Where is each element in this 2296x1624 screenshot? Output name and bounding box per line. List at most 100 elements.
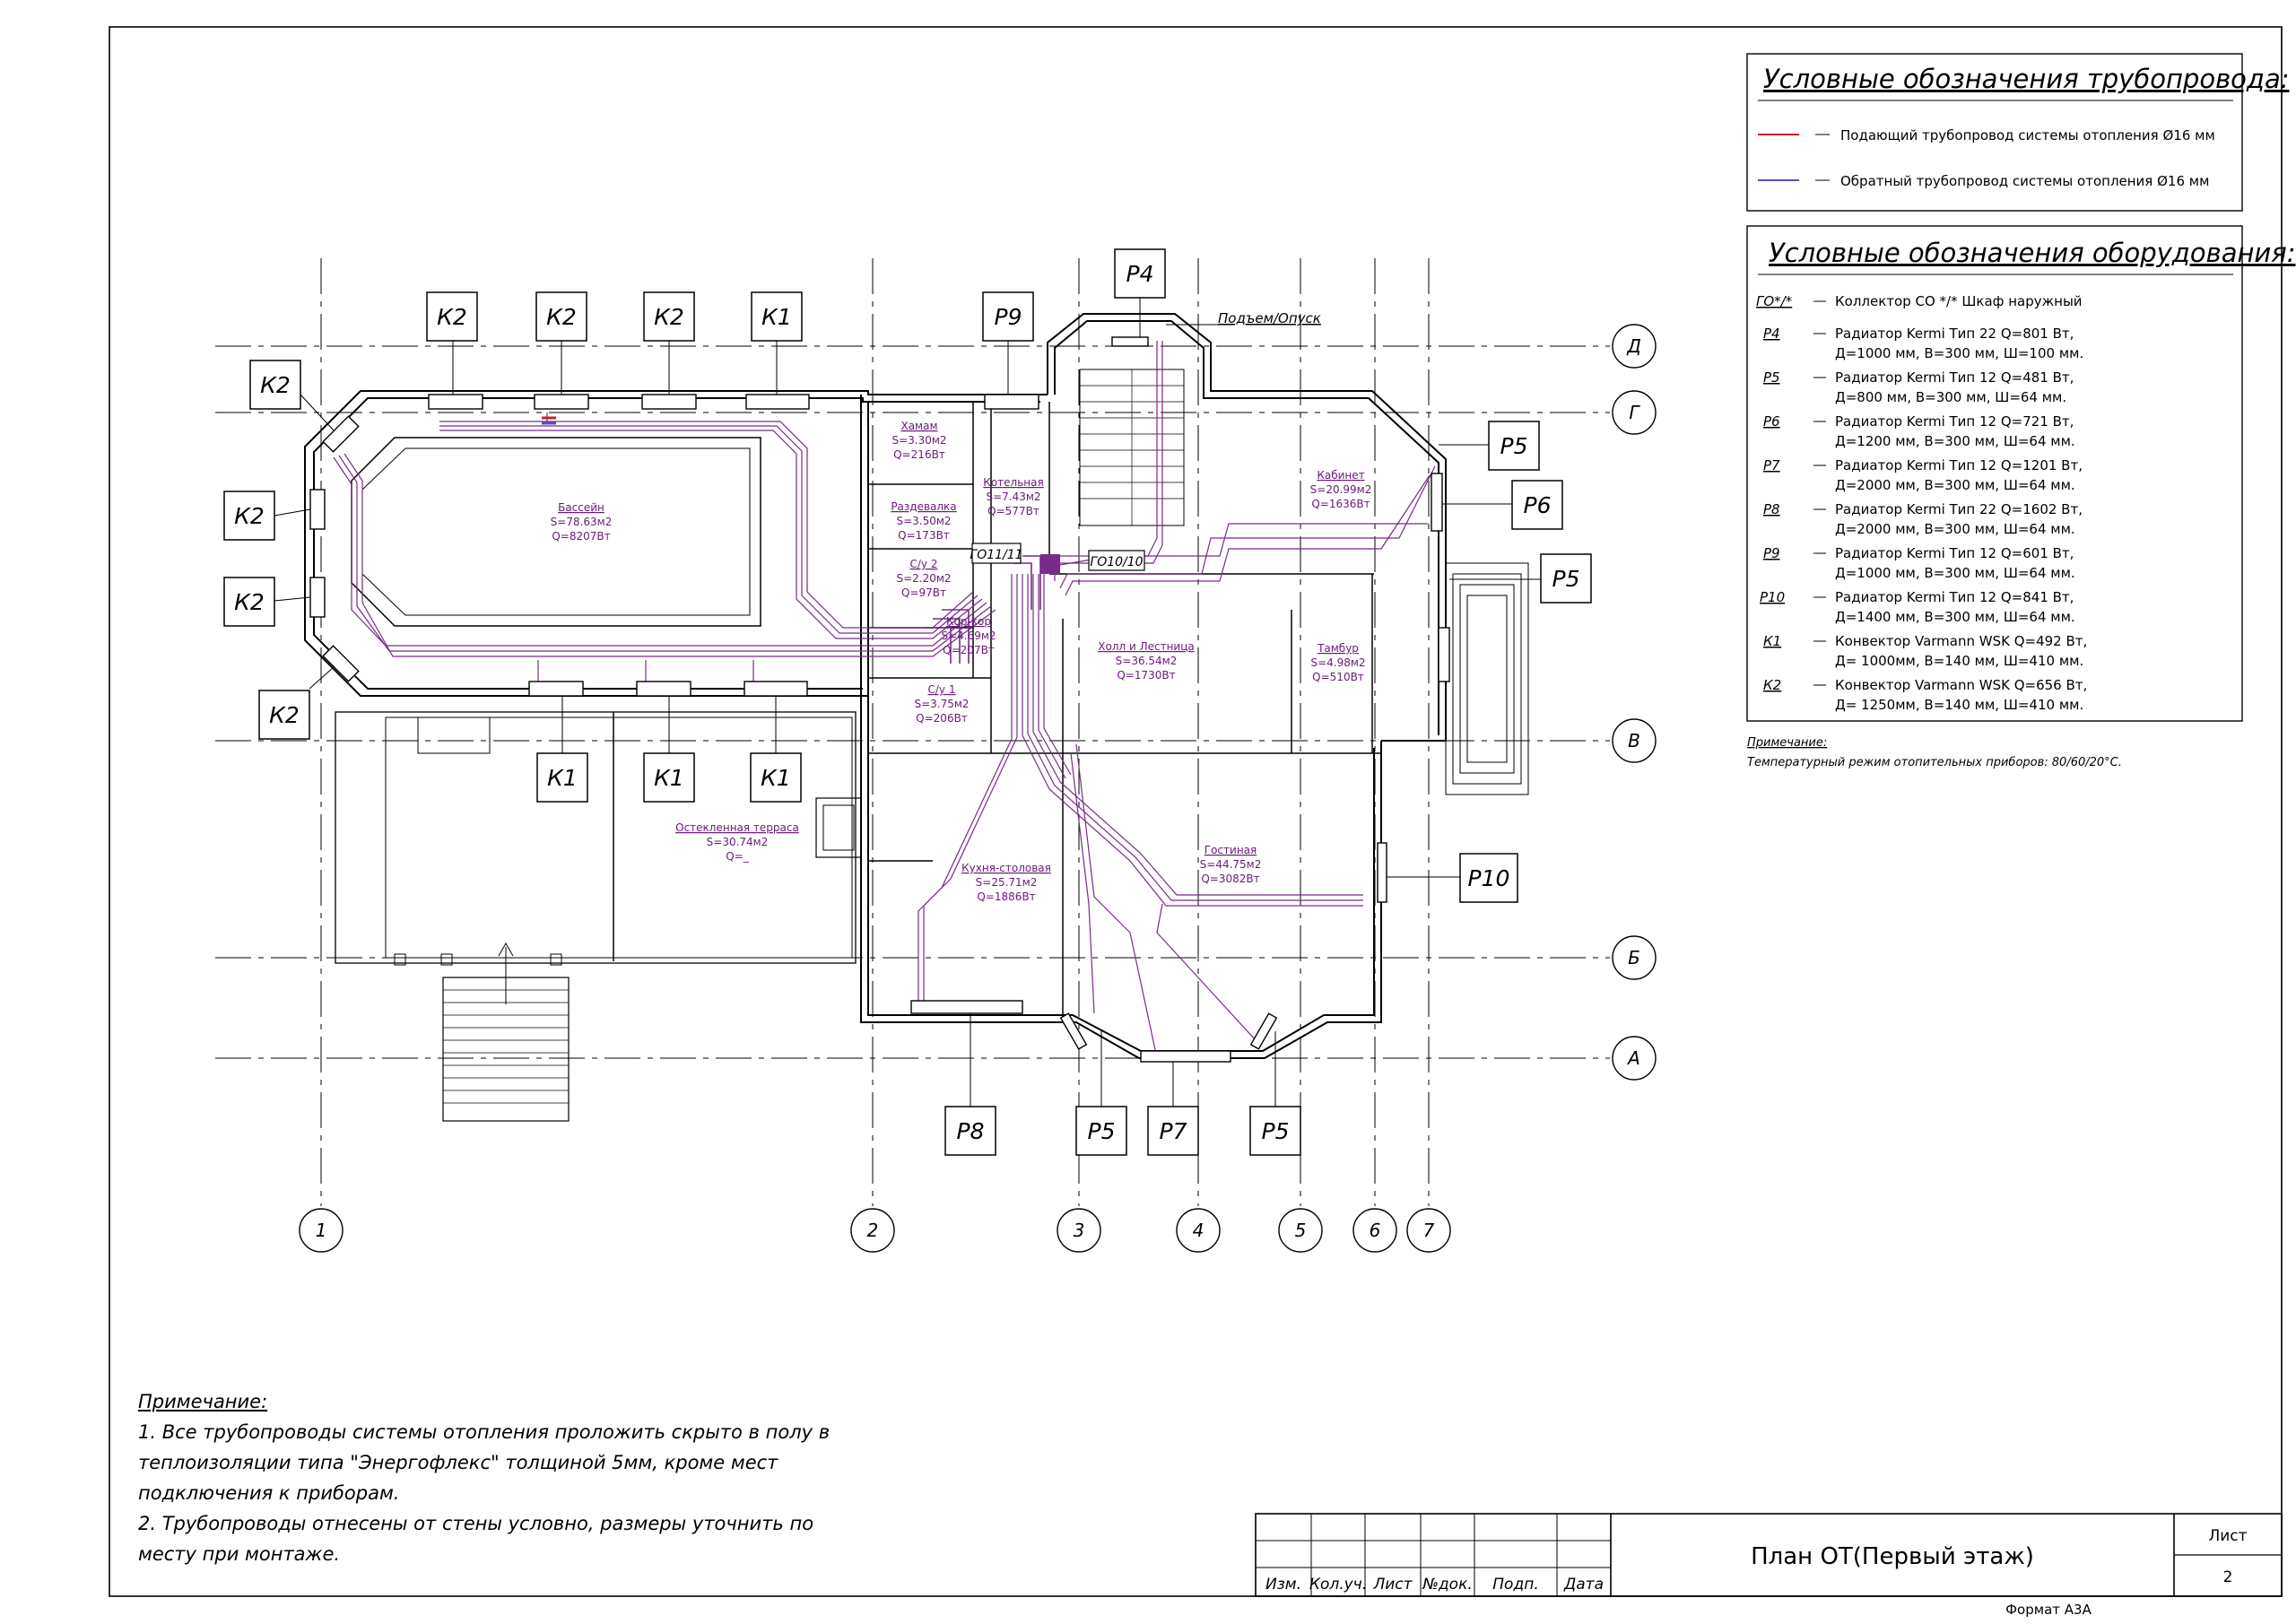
tag-k1-bottom-1: К1 [536,696,588,803]
svg-text:К2: К2 [437,304,467,330]
svg-text:Д=2000 мм, В=300 мм, Ш=64 мм.: Д=2000 мм, В=300 мм, Ш=64 мм. [1835,477,2075,493]
svg-text:S=4.69м2: S=4.69м2 [941,630,996,642]
svg-text:7: 7 [1423,1220,1435,1241]
svg-text:Формат А3А: Формат А3А [2005,1602,2092,1618]
svg-text:S=2.20м2: S=2.20м2 [896,572,951,585]
svg-text:Q=1730Вт: Q=1730Вт [1117,669,1175,682]
svg-text:Q=173Вт: Q=173Вт [898,529,950,542]
svg-text:Конвектор Varmann WSK Q=492 Вт: Конвектор Varmann WSK Q=492 Вт, [1835,633,2087,649]
svg-text:1. Все трубопроводы системы от: 1. Все трубопроводы системы отопления пр… [138,1421,830,1443]
svg-text:Д=2000 мм, В=300 мм, Ш=64 мм.: Д=2000 мм, В=300 мм, Ш=64 мм. [1835,521,2075,537]
svg-text:3: 3 [1074,1220,1085,1241]
svg-text:Р9: Р9 [1763,545,1780,561]
svg-text:План ОТ(Первый этаж): План ОТ(Первый этаж) [1751,1543,2034,1570]
svg-text:Р6: Р6 [1524,492,1552,518]
svg-text:С/у 2: С/у 2 [910,558,938,570]
tag-k2-left-4: К2 [258,666,335,740]
svg-text:Кол.уч.: Кол.уч. [1309,1576,1367,1594]
svg-text:Кабинет: Кабинет [1317,469,1364,482]
svg-text:К2: К2 [269,702,300,728]
svg-text:Примечание:: Примечание: [138,1391,267,1412]
svg-text:Q=510Вт: Q=510Вт [1312,671,1364,683]
tag-p6: Р6 [1442,480,1563,530]
svg-text:Гостиная: Гостиная [1205,844,1257,856]
svg-text:Подп.: Подп. [1492,1576,1538,1594]
svg-text:К1: К1 [547,765,578,791]
general-notes: Примечание: 1. Все трубопроводы системы … [138,1391,830,1565]
svg-text:К1: К1 [654,765,684,791]
svg-text:Q=1886Вт: Q=1886Вт [977,890,1035,903]
svg-text:Q=1636Вт: Q=1636Вт [1311,498,1370,510]
svg-text:Р8: Р8 [1763,501,1780,517]
title-block [1255,1513,2283,1597]
svg-text:А: А [1626,1047,1640,1069]
svg-text:Д=1400 мм, В=300 мм, Ш=64 мм.: Д=1400 мм, В=300 мм, Ш=64 мм. [1835,609,2075,625]
axis-bubbles-horizontal: Д Г В Б А [1612,324,1657,1081]
svg-text:ГО10/10: ГО10/10 [1090,555,1143,569]
svg-text:Остекленная терраса: Остекленная терраса [675,821,799,834]
svg-text:Радиатор Kermi Тип 12 Q=481 Вт: Радиатор Kermi Тип 12 Q=481 Вт, [1835,369,2074,386]
axis-bubble-A: А [1612,1036,1657,1081]
svg-text:6: 6 [1370,1220,1381,1241]
svg-text:S=4.98м2: S=4.98м2 [1310,656,1365,669]
svg-text:В: В [1628,730,1640,751]
svg-text:Обратный трубопровод системы о: Обратный трубопровод системы отопления Ø… [1840,173,2209,189]
svg-text:Р4: Р4 [1126,261,1154,287]
svg-text:Б: Б [1628,947,1640,968]
axis-bubbles-vertical: 1 2 3 4 5 6 7 [299,1208,1451,1253]
stair-label: Подъем/Опуск [1166,310,1321,326]
equipment-legend: Условные обозначения оборудования: ГО*/*… [1746,225,2296,769]
svg-text:Q=8207Вт: Q=8207Вт [552,530,610,543]
svg-text:Р6: Р6 [1763,413,1780,430]
svg-text:S=20.99м2: S=20.99м2 [1310,483,1372,496]
axis-bubble-D: Д [1612,324,1657,369]
svg-text:Подающий трубопровод системы о: Подающий трубопровод системы отопления Ø… [1840,127,2215,143]
svg-text:5: 5 [1295,1220,1307,1241]
tag-k2-left-2: К2 [223,491,311,541]
svg-text:Q=206Вт: Q=206Вт [916,712,968,725]
svg-text:ГО11/11: ГО11/11 [970,548,1022,562]
pipeline-legend: Условные обозначения трубопровода: Подаю… [1746,53,2290,212]
svg-text:Г: Г [1629,402,1640,423]
svg-text:Условные обозначения оборудова: Условные обозначения оборудования: [1769,238,2296,268]
svg-text:Радиатор Kermi Тип 22 Q=801 Вт: Радиатор Kermi Тип 22 Q=801 Вт, [1835,326,2074,342]
svg-text:S=78.63м2: S=78.63м2 [551,516,613,528]
svg-text:1: 1 [316,1220,327,1241]
tag-p5-bottom-1: Р5 [1075,1031,1127,1156]
tag-p10: Р10 [1387,853,1518,903]
svg-text:Раздевалка: Раздевалка [891,500,956,513]
svg-text:подключения к приборам.: подключения к приборам. [138,1482,399,1504]
tag-p7: Р7 [1147,1062,1199,1156]
tag-p8: Р8 [944,1013,996,1156]
svg-text:Д=1000 мм, В=300 мм, Ш=64 мм.: Д=1000 мм, В=300 мм, Ш=64 мм. [1835,565,2075,581]
svg-text:2: 2 [867,1220,879,1241]
svg-text:Лист: Лист [2208,1527,2247,1545]
svg-text:4: 4 [1193,1220,1205,1241]
legend-row-go: ГО*/*Коллектор СО */* Шкаф наружный [1756,293,2083,309]
axis-bubble-7: 7 [1406,1208,1451,1253]
svg-text:№док.: №док. [1422,1576,1473,1594]
svg-text:Холл и Лестница: Холл и Лестница [1098,640,1195,653]
svg-text:Коллектор СО */* Шкаф наружный: Коллектор СО */* Шкаф наружный [1835,293,2083,309]
svg-text:Условные обозначения трубопров: Условные обозначения трубопровода: [1763,64,2290,94]
axis-bubble-5: 5 [1278,1208,1323,1253]
svg-text:теплоизоляции типа "Энергофлек: теплоизоляции типа "Энергофлекс" толщино… [138,1452,778,1473]
svg-text:Р5: Р5 [1763,369,1780,386]
svg-text:S=25.71м2: S=25.71м2 [976,876,1038,889]
svg-text:Q=216Вт: Q=216Вт [893,448,945,461]
svg-text:Дата: Дата [1563,1576,1604,1594]
svg-text:Подъем/Опуск: Подъем/Опуск [1218,310,1321,326]
svg-text:Д=800 мм, В=300 мм, Ш=64 мм.: Д=800 мм, В=300 мм, Ш=64 мм. [1835,389,2066,405]
